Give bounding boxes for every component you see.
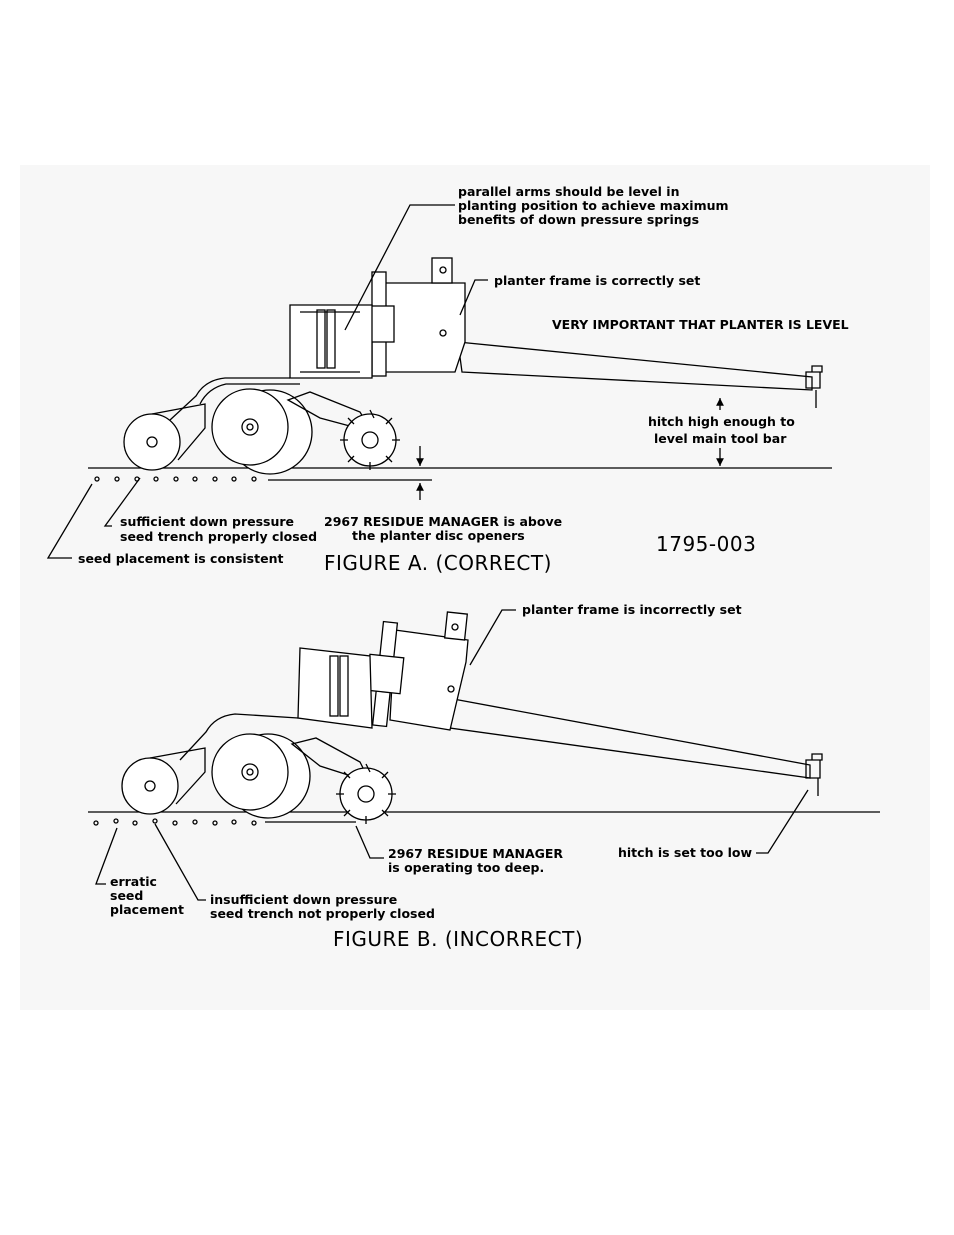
seed-dots-b [93, 818, 257, 826]
shank-a [169, 377, 290, 421]
callout-seed-consistent: seed placement is consistent [78, 551, 283, 566]
seed-dots-a [94, 476, 257, 482]
callout-residue-above-1: 2967 RESIDUE MANAGER is above [324, 514, 562, 529]
closing-wheel-a [123, 413, 181, 471]
figure-a-drawing [46, 204, 832, 559]
callout-frame-incorrect: planter frame is incorrectly set [522, 602, 742, 617]
callout-sufficient-pressure-2: seed trench properly closed [120, 529, 317, 544]
callout-residue-deep-2: is operating too deep. [388, 860, 544, 875]
gauge-wheel-a [211, 388, 289, 466]
callout-erratic-2: seed [110, 888, 143, 903]
diagram-panel [20, 165, 930, 1010]
callout-hitch-high-2: level main tool bar [654, 431, 787, 446]
callout-level: VERY IMPORTANT THAT PLANTER IS LEVEL [552, 317, 849, 332]
callout-parallel-arms-3: benefits of down pressure springs [458, 212, 699, 227]
callout-residue-deep-1: 2967 RESIDUE MANAGER [388, 846, 563, 861]
callout-erratic-3: placement [110, 902, 184, 917]
callout-erratic-1: erratic [110, 874, 157, 889]
figure-b-caption: FIGURE B. (INCORRECT) [333, 927, 583, 951]
spring-b-1 [329, 655, 339, 717]
frame-tab-a [431, 257, 453, 284]
figure-b-drawing [88, 609, 880, 901]
callout-insufficient-pressure-2: seed trench not properly closed [210, 906, 435, 921]
shank-b [179, 713, 299, 761]
callout-parallel-arms-1: parallel arms should be level in [458, 184, 679, 199]
hitch-clevis-b [805, 753, 823, 796]
hitch-bar-a [457, 341, 813, 391]
hitch-clevis-a [805, 365, 823, 408]
drawing-number: 1795-003 [656, 532, 756, 556]
gauge-wheel-b [211, 733, 289, 811]
spring-b-2 [339, 655, 349, 717]
spring-a-1 [316, 309, 326, 369]
callout-hitch-low: hitch is set too low [618, 845, 753, 860]
callout-sufficient-pressure-1: sufficient down pressure [120, 514, 294, 529]
callout-frame-correct: planter frame is correctly set [494, 273, 700, 288]
figure-a-caption: FIGURE A. (CORRECT) [324, 551, 552, 575]
closing-wheel-b [121, 757, 179, 815]
residue-wheel-b [336, 763, 396, 824]
callout-residue-above-2: the planter disc openers [352, 528, 525, 543]
hitch-bar-b [447, 697, 811, 779]
callout-parallel-arms-2: planting position to achieve maximum [458, 198, 729, 213]
spring-a-2 [326, 309, 336, 369]
callout-hitch-high-1: hitch high enough to [648, 414, 795, 429]
mount-block-b [365, 653, 405, 695]
frame-box-a [384, 282, 466, 373]
callout-insufficient-pressure-1: insufficient down pressure [210, 892, 397, 907]
frame-tab-b [443, 611, 469, 641]
residue-wheel-a [340, 409, 400, 470]
